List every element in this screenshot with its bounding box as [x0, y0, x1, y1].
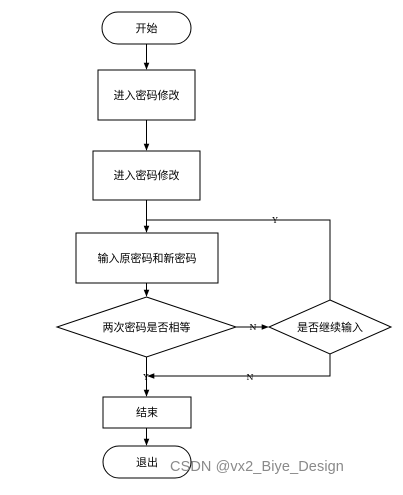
enter-change-label-2: 进入密码修改	[114, 168, 180, 182]
edge-label-continue-yes: Y	[271, 216, 278, 225]
enter-change-node-1: 进入密码修改	[97, 69, 196, 121]
continue-decision-label: 是否继续输入	[297, 320, 363, 334]
input-passwords-label: 输入原密码和新密码	[98, 251, 197, 265]
start-label: 开始	[136, 21, 158, 35]
exit-node: 退出	[102, 445, 192, 479]
enter-change-label-1: 进入密码修改	[114, 88, 180, 102]
edge-continue-yes-loop	[146, 219, 331, 300]
compare-decision-label: 两次密码是否相等	[103, 320, 191, 334]
exit-label: 退出	[136, 455, 158, 469]
edge-label-compare-no: N	[250, 323, 257, 332]
end-label: 结束	[136, 406, 158, 419]
edge-label-compare-yes: Y	[142, 373, 149, 382]
edge-continue-no	[147, 354, 331, 379]
end-node: 结束	[102, 396, 192, 429]
start-node: 开始	[101, 11, 192, 45]
continue-decision-node: 是否继续输入	[267, 299, 393, 355]
input-passwords-node: 输入原密码和新密码	[75, 232, 219, 284]
compare-decision-node: 两次密码是否相等	[55, 296, 238, 358]
enter-change-node-2: 进入密码修改	[92, 150, 201, 201]
edge-label-continue-no: N	[247, 373, 254, 382]
csdn-watermark: CSDN @vx2_Biye_Design	[170, 459, 344, 475]
